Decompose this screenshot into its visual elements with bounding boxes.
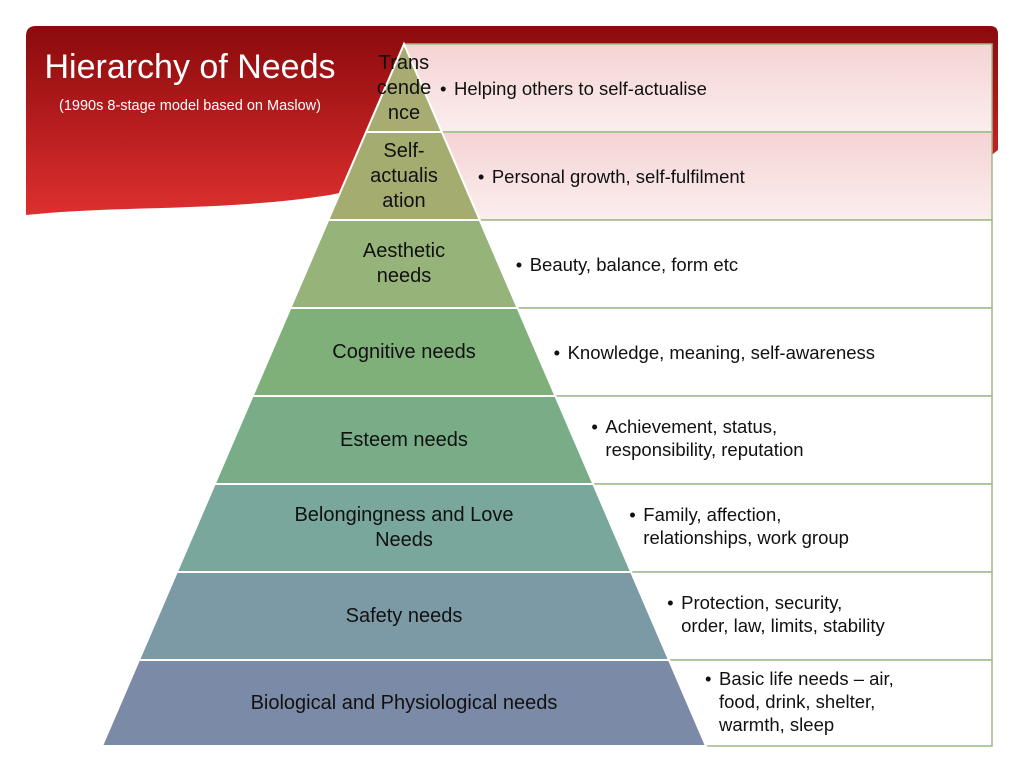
description-line: order, law, limits, stability	[681, 615, 885, 636]
bullet-icon: •	[440, 78, 447, 99]
slide-title: Hierarchy of Needs	[44, 48, 336, 86]
description-biological-and-physiological-needs: • Basic life needs – air,food, drink, she…	[705, 667, 894, 736]
level-label-line: Self-	[383, 139, 425, 162]
level-label-line: Biological and Physiological needs	[250, 691, 558, 714]
level-label-line: nce	[387, 101, 421, 124]
description-line: Knowledge, meaning, self-awareness	[567, 342, 876, 363]
description-line: Achievement, status,	[605, 416, 778, 437]
level-label-line: Belongingness and Love	[294, 504, 514, 526]
bullet-icon: •	[477, 166, 485, 187]
level-label-safety-needs: Safety needs	[149, 572, 659, 660]
description-line: Basic life needs – air,	[719, 668, 894, 689]
level-label-line: Trans	[378, 51, 430, 74]
description-line: Family, affection,	[643, 504, 782, 525]
description-line: Protection, security,	[681, 592, 843, 613]
description-aesthetic-needs: • Beauty, balance, form etc	[516, 253, 738, 276]
level-label-line: Needs	[375, 529, 433, 551]
description-line: Personal growth, self-fulfilment	[491, 166, 745, 187]
description-line: Beauty, balance, form etc	[529, 254, 739, 275]
level-label-line: needs	[376, 265, 432, 287]
level-label-cognitive-needs: Cognitive needs	[263, 308, 546, 396]
level-label-line: Aesthetic	[362, 240, 446, 262]
bullet-icon: •	[629, 504, 636, 525]
bullet-icon: •	[515, 254, 523, 275]
description-esteem-needs: • Achievement, status,responsibility, rep…	[591, 415, 803, 461]
level-label-line: Cognitive needs	[332, 340, 476, 363]
description-line: Helping others to self-actualise	[454, 78, 707, 99]
level-label-line: ation	[382, 189, 426, 212]
level-label-line: cende	[376, 76, 432, 99]
bullet-icon: •	[667, 592, 674, 613]
slide-subtitle: (1990s 8-stage model based on Maslow)	[59, 98, 321, 114]
description-line: food, drink, shelter,	[719, 691, 876, 712]
description-belongingness-and-love-needs: • Family, affection,relationships, work g…	[629, 503, 849, 549]
level-label-line: Esteem needs	[340, 428, 468, 451]
level-label-line: actualis	[370, 164, 438, 187]
description-line: responsibility, reputation	[605, 439, 804, 460]
level-label-aesthetic-needs: Aesthetic needs	[300, 220, 507, 308]
description-trans-cende-nce: • Helping others to self-actualise	[440, 77, 707, 100]
description-cognitive-needs: • Knowledge, meaning, self-awareness	[554, 341, 875, 364]
level-label-esteem-needs: Esteem needs	[225, 396, 584, 484]
pyramid-level-biological-and-physiological-needs	[100, 659, 708, 747]
bullet-icon: •	[705, 668, 712, 689]
bullet-icon: •	[591, 416, 598, 437]
bullet-icon: •	[553, 342, 561, 363]
description-self-actualisation: • Personal growth, self-fulfilment	[478, 165, 745, 188]
level-label-biological-and-physiological-needs: Biological and Physiological needs	[112, 660, 696, 746]
description-line: warmth, sleep	[719, 714, 835, 735]
level-label-line: Safety needs	[345, 604, 463, 627]
title-block: Hierarchy of Needs (1990s 8-stage model …	[40, 44, 340, 116]
description-safety-needs: • Protection, security,order, law, limits…	[667, 591, 885, 637]
description-line: relationships, work group	[643, 527, 849, 548]
